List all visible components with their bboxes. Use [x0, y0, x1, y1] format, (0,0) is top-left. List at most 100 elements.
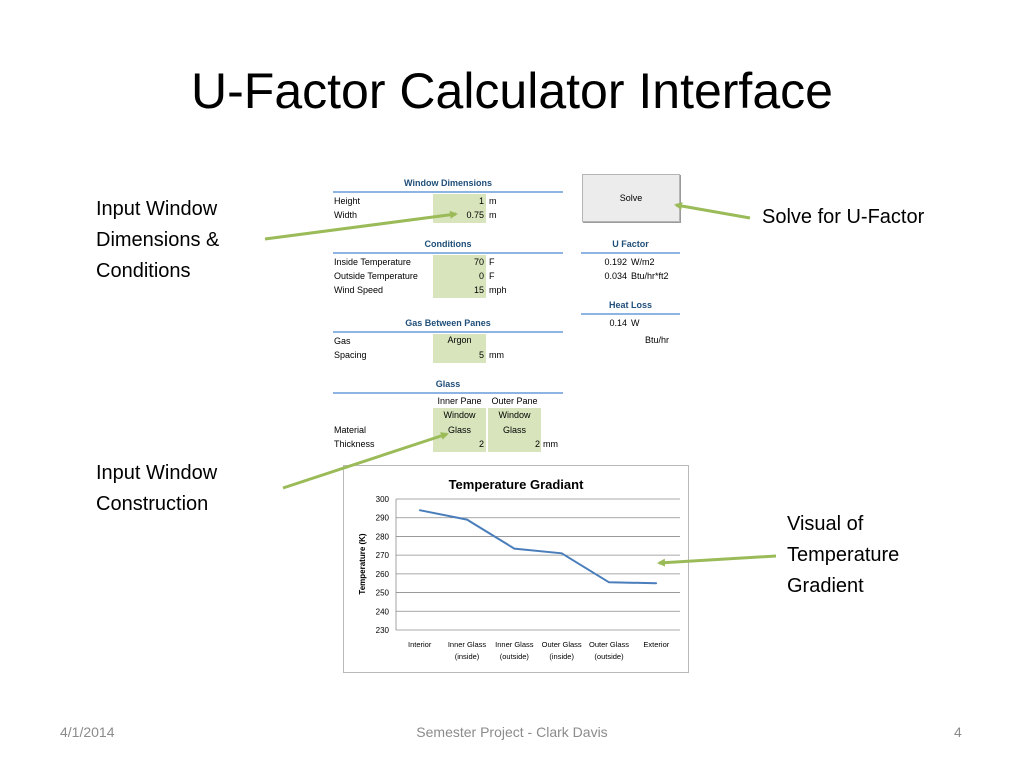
gas-label: Gas	[334, 336, 351, 346]
wind-speed-label: Wind Speed	[334, 285, 384, 295]
material-label: Material	[334, 425, 367, 435]
outer-material-value[interactable]: Glass	[502, 425, 526, 435]
height-unit: m	[489, 196, 497, 206]
callout-line: Visual of	[787, 513, 864, 535]
section-title: Glass	[435, 379, 461, 389]
wind-speed-unit: mph	[489, 285, 507, 295]
section-title: U Factor	[612, 239, 649, 249]
chart-grid	[395, 498, 680, 631]
input-highlight	[488, 408, 541, 452]
thickness-label: Thickness	[334, 439, 375, 449]
section-divider	[333, 331, 563, 333]
slide-title: U-Factor Calculator Interface	[191, 63, 833, 119]
chart-y-tick-label: 270	[376, 551, 390, 560]
inside-temp-unit: F	[489, 257, 495, 267]
spacing-input[interactable]: 5	[478, 350, 484, 360]
inner-thickness-input[interactable]: 2	[478, 439, 484, 449]
section-title: Heat Loss	[608, 300, 652, 310]
chart-y-tick-label: 230	[376, 626, 390, 635]
u-factor-si-value: 0.192	[604, 257, 627, 267]
inside-temp-label: Inside Temperature	[334, 257, 411, 267]
chart-x-tick-label: (outside)	[594, 652, 624, 661]
chart-data-point	[608, 581, 610, 584]
chart-x-tick-label: Outer Glass	[589, 640, 629, 649]
temperature-chart-svg: Temperature Gradiant Temperature (K) 230…	[358, 477, 680, 661]
width-unit: m	[489, 210, 497, 220]
section-title: Window Dimensions	[404, 178, 492, 188]
wind-speed-input[interactable]: 15	[473, 285, 484, 295]
callout-line: Conditions	[96, 260, 191, 282]
heat-loss-w-value: 0.14	[609, 318, 627, 328]
width-input[interactable]: 0.75	[466, 210, 484, 220]
chart-x-tick-label: Outer Glass	[542, 640, 582, 649]
outer-thickness-input[interactable]: 2	[534, 439, 540, 449]
callout-line: Gradient	[787, 575, 864, 597]
heat-loss-btu-unit: Btu/hr	[645, 335, 670, 345]
footer-center: Semester Project - Clark Davis	[416, 724, 608, 740]
section-divider	[581, 252, 680, 254]
input-highlight	[433, 255, 486, 298]
height-input[interactable]: 1	[478, 196, 484, 206]
chart-x-tick-label: Exterior	[643, 640, 669, 649]
chart-y-tick-label: 250	[376, 589, 390, 598]
inner-material-value[interactable]: Glass	[447, 425, 471, 435]
section-title: Conditions	[424, 239, 472, 249]
u-factor-imperial-unit: Btu/hr*ft2	[631, 271, 669, 281]
chart-y-tick-label: 280	[376, 532, 390, 541]
outside-temp-label: Outside Temperature	[334, 271, 418, 281]
chart-data-point	[560, 552, 563, 555]
chart-x-tick-label: Inner Glass	[495, 640, 534, 649]
width-label: Width	[334, 210, 358, 220]
gas-select[interactable]: Argon	[447, 335, 472, 345]
arrow-dimensions	[264, 210, 458, 241]
chart-y-tick-label: 260	[376, 570, 390, 579]
chart-y-tick-label: 290	[376, 514, 390, 523]
callout-input-construction: Input Window Construction	[96, 458, 217, 520]
chart-data-point	[513, 547, 516, 550]
chart-x-tick-label: (inside)	[549, 652, 574, 661]
callout-visual: Visual of Temperature Gradient	[787, 509, 899, 602]
chart-y-ticks: 230 240 250 260 270 280 290 300	[376, 495, 390, 635]
callout-input-dimensions: Input Window Dimensions & Conditions	[96, 194, 219, 287]
callout-line: Input Window	[96, 198, 218, 220]
chart-series	[418, 509, 658, 585]
solve-button[interactable]: Solve	[582, 174, 680, 222]
chart-data-point	[655, 582, 658, 585]
inner-material-select[interactable]: Window	[443, 410, 476, 420]
chart-data-point	[466, 518, 468, 521]
thickness-unit: mm	[543, 439, 558, 449]
chart-x-tick-label: Interior	[408, 640, 432, 649]
height-label: Height	[334, 196, 361, 206]
chart-title: Temperature Gradiant	[449, 477, 585, 492]
inside-temp-input[interactable]: 70	[473, 257, 484, 267]
u-factor-si-unit: W/m2	[631, 257, 655, 267]
spacing-label: Spacing	[334, 350, 367, 360]
arrow-solve	[674, 202, 751, 220]
heat-loss-w-unit: W	[631, 318, 640, 328]
section-divider	[333, 392, 563, 394]
chart-series-line	[419, 509, 657, 585]
section-divider	[333, 252, 563, 254]
section-divider	[581, 313, 680, 315]
inner-pane-header: Inner Pane	[437, 396, 482, 406]
callout-solve: Solve for U-Factor	[762, 206, 925, 228]
callout-line: Construction	[96, 493, 209, 515]
callout-line: Input Window	[96, 462, 218, 484]
footer-date: 4/1/2014	[60, 724, 115, 740]
callout-line: Dimensions &	[96, 229, 220, 251]
callout-line: Temperature	[787, 544, 900, 566]
chart-y-tick-label: 300	[376, 495, 390, 504]
outside-temp-unit: F	[489, 271, 495, 281]
chart-data-point	[418, 509, 421, 512]
outer-material-select[interactable]: Window	[498, 410, 531, 420]
chart-x-tick-label: (inside)	[455, 652, 480, 661]
temperature-chart: Temperature Gradiant Temperature (K) 230…	[343, 465, 689, 673]
u-factor-imperial-value: 0.034	[604, 271, 627, 281]
section-divider	[333, 191, 563, 193]
spacing-unit: mm	[489, 350, 504, 360]
outside-temp-input[interactable]: 0	[478, 271, 484, 281]
chart-x-tick-label: (outside)	[500, 652, 530, 661]
outer-pane-header: Outer Pane	[491, 396, 538, 406]
chart-y-tick-label: 240	[376, 607, 390, 616]
